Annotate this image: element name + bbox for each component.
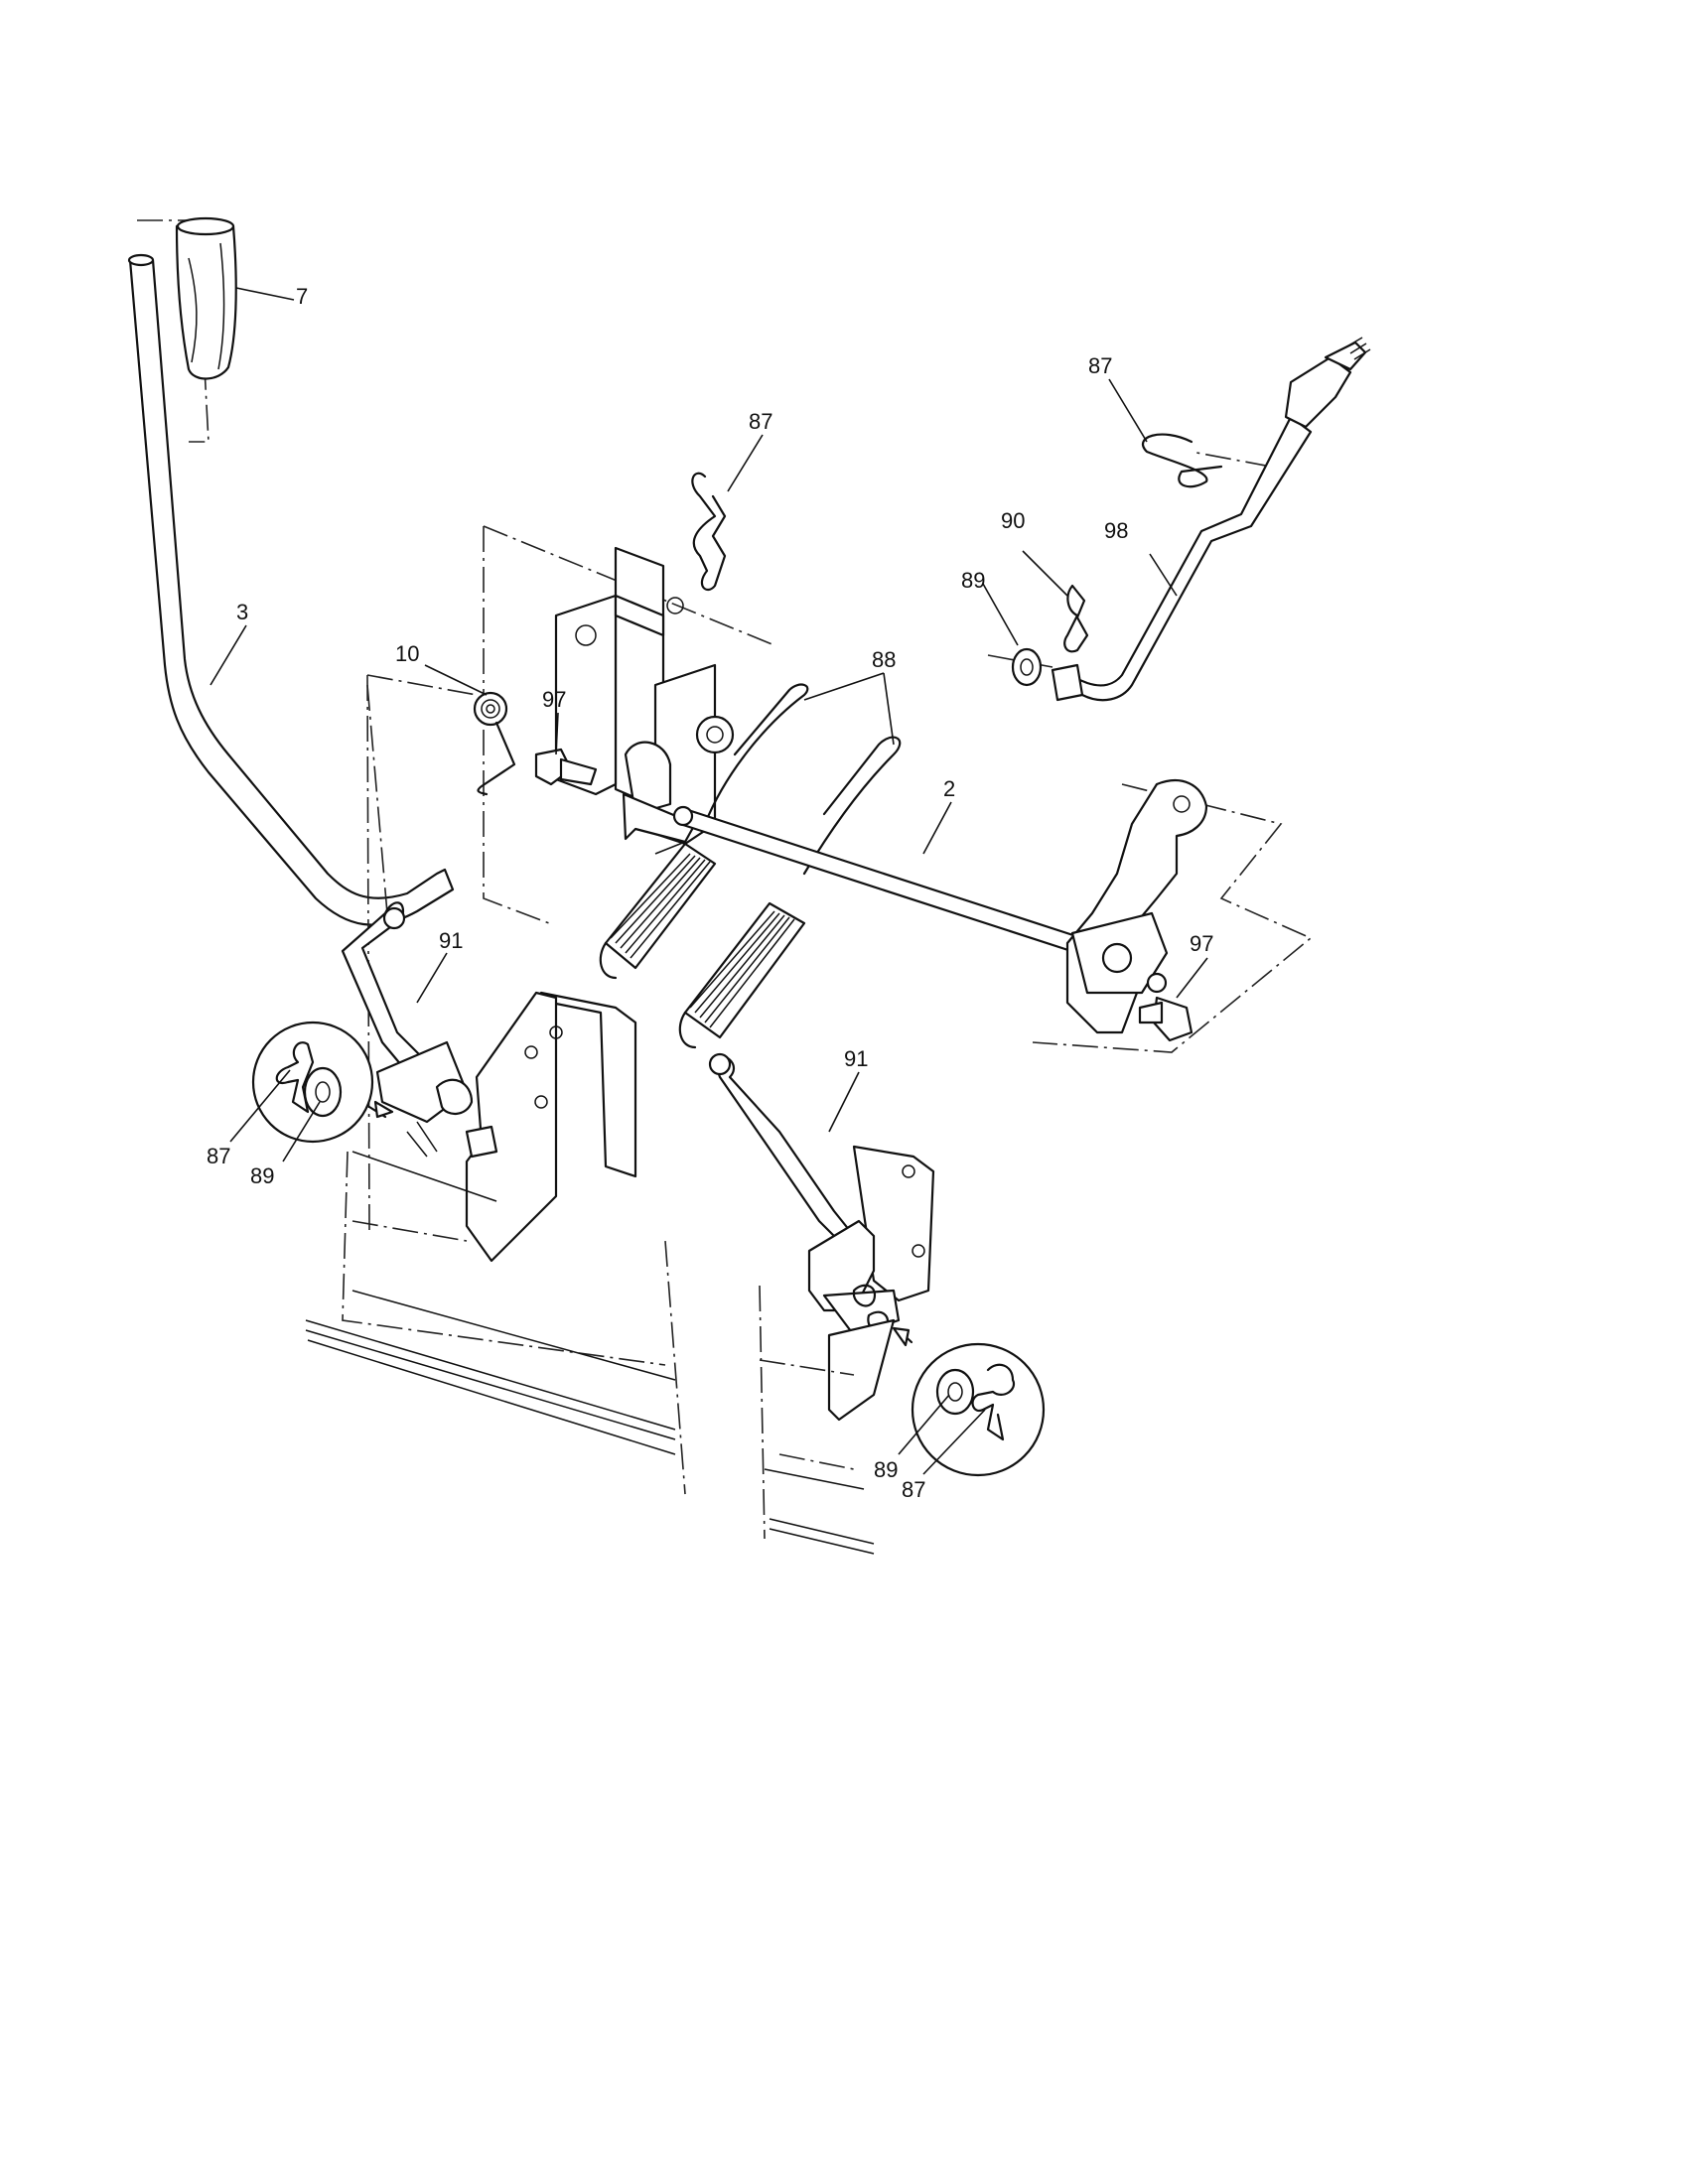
hairpin-clip-part-90 bbox=[1063, 584, 1089, 653]
callout-7: 7 bbox=[296, 284, 308, 309]
callout-87-right-detail: 87 bbox=[902, 1477, 925, 1502]
hairpin-clip-part-87-top bbox=[691, 472, 727, 592]
callout-90: 90 bbox=[1001, 508, 1025, 533]
lift-rod-part-98 bbox=[987, 337, 1371, 702]
callout-91-left: 91 bbox=[439, 928, 463, 953]
bolt-part-97-upper bbox=[534, 748, 598, 786]
callout-98: 98 bbox=[1104, 518, 1128, 543]
lift-handle-part-3 bbox=[127, 219, 455, 926]
handle-grip-part-7 bbox=[175, 216, 237, 380]
callout-97-upper: 97 bbox=[542, 687, 566, 712]
pivot-bracket bbox=[366, 525, 775, 1232]
detail-circle-left bbox=[251, 1021, 394, 1144]
extension-springs-part-88 bbox=[599, 683, 902, 1049]
lift-arm-right bbox=[1065, 779, 1208, 1034]
callout-88: 88 bbox=[872, 647, 896, 672]
callout-87-left-detail: 87 bbox=[207, 1144, 230, 1168]
torsion-spring-part-10 bbox=[473, 691, 516, 796]
detail-circle-right bbox=[892, 1326, 1046, 1477]
callout-2: 2 bbox=[943, 776, 955, 801]
washer-part-89-top bbox=[1011, 647, 1043, 687]
callout-10: 10 bbox=[395, 641, 419, 666]
hairpin-clip-part-87-right bbox=[1141, 433, 1223, 488]
callout-89-right-detail: 89 bbox=[874, 1457, 898, 1482]
callout-3: 3 bbox=[236, 600, 248, 624]
callout-91-right: 91 bbox=[844, 1046, 868, 1071]
leader-lines bbox=[210, 287, 1208, 1475]
callout-89-top: 89 bbox=[961, 568, 985, 593]
callout-89-left-detail: 89 bbox=[250, 1163, 274, 1188]
deck-bracket-right bbox=[759, 1145, 935, 1555]
link-rod-part-91-right bbox=[708, 1052, 856, 1248]
callout-97-lower: 97 bbox=[1190, 931, 1213, 956]
callout-labels: 7 87 87 3 10 97 88 90 98 89 2 97 91 91 8… bbox=[207, 284, 1213, 1502]
bolt-part-97-lower bbox=[1138, 996, 1193, 1042]
deck-bracket-left bbox=[305, 991, 686, 1495]
callout-87-right: 87 bbox=[1088, 353, 1112, 378]
link-rod-part-91-left bbox=[341, 684, 429, 1074]
callout-87-top: 87 bbox=[749, 409, 772, 434]
